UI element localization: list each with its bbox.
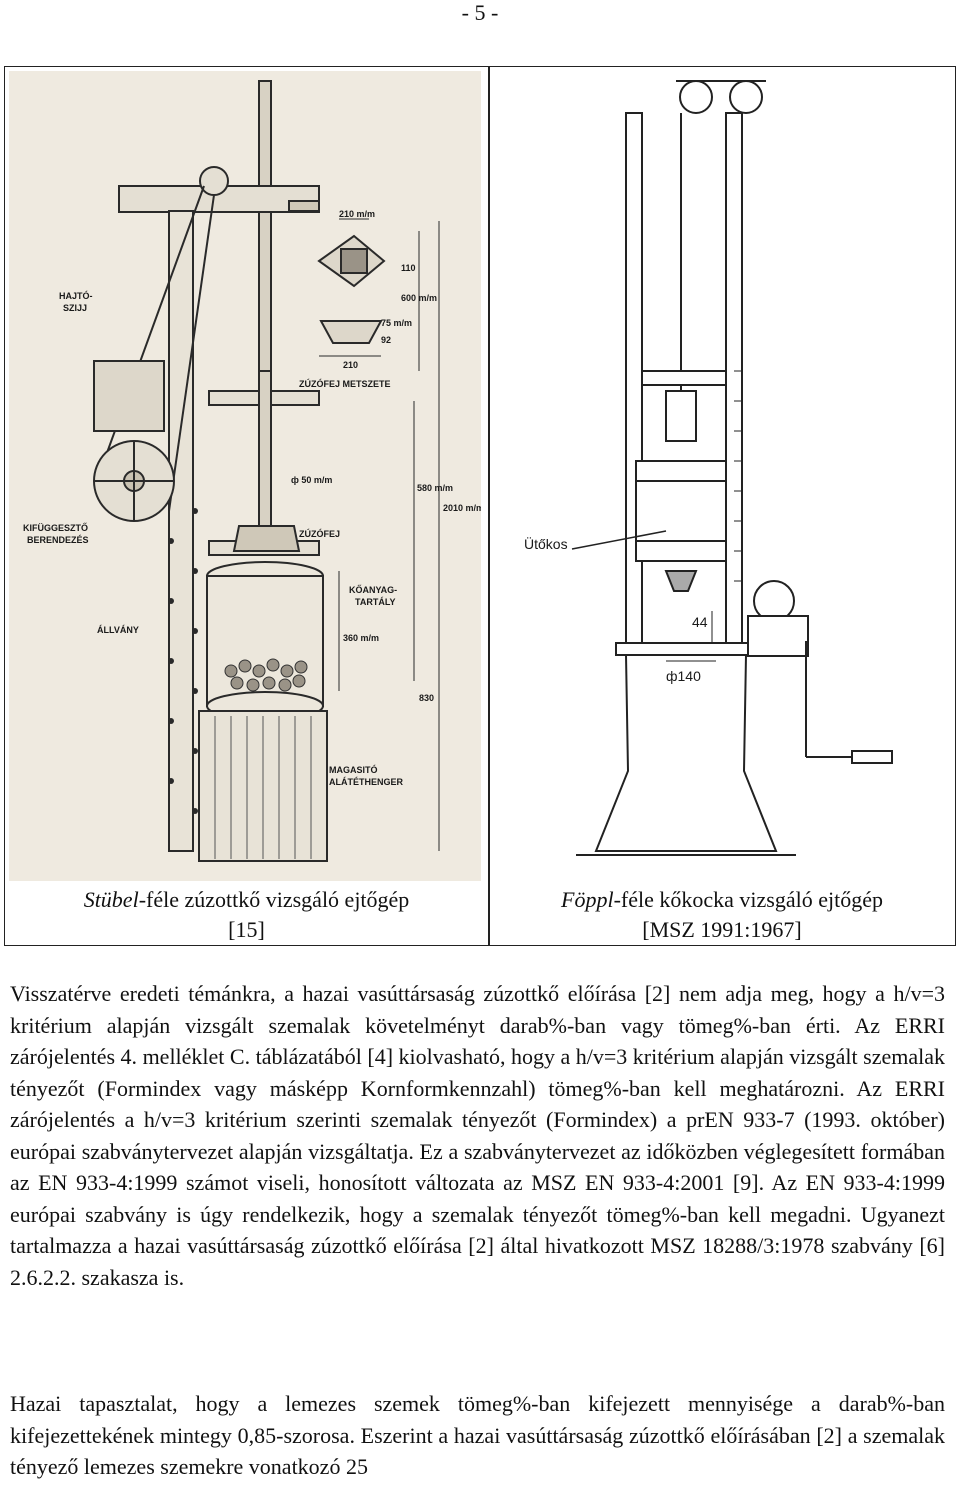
stubel-drawing-svg: HAJTÓ- SZIJJ KIFÜGGESZTŐ BERENDEZÉS ÁLLV…: [23, 80, 484, 862]
pedestal: [594, 654, 778, 852]
figure-foppl: Ütőkos 44 ф140 Föppl-féle kőkocka vizsgá…: [490, 67, 954, 945]
figure-divider: [488, 67, 490, 945]
label-utokos: Ütőkos: [524, 535, 568, 552]
figure-stubel: HAJTÓ- SZIJJ KIFÜGGESZTŐ BERENDEZÉS ÁLLV…: [5, 67, 488, 945]
caption-stubel-text: -féle zúzottkő vizsgáló ejtőgép: [138, 887, 410, 912]
anvil-plate: [615, 642, 757, 656]
foppl-drawing-svg: Ütőkos 44 ф140: [524, 80, 893, 856]
dim-210: 210: [343, 360, 358, 370]
label-kifuggeszto-2: BERENDEZÉS: [27, 535, 89, 545]
dim-92: 92: [381, 335, 391, 345]
label-magasito-2: ALÁTÉTHENGER: [329, 777, 404, 787]
label-zuzofej-metszete: ZÚZÓFEJ METSZETE: [299, 378, 391, 389]
caption-foppl-name: Föppl: [561, 887, 614, 912]
caption-foppl: Föppl-féle kőkocka vizsgáló ejtőgép [MSZ…: [490, 885, 954, 945]
label-zuzofej: ZÚZÓFEJ: [299, 528, 340, 539]
page-number: - 5 -: [461, 0, 499, 25]
crank-handle: [851, 750, 893, 764]
dim-75: 75 m/m: [381, 318, 412, 328]
left-guide-column: [625, 112, 643, 644]
crusher-head: [232, 525, 301, 552]
top-pulley-left: [679, 80, 713, 114]
dim-phi140: ф140: [666, 668, 701, 684]
dim-360: 360 m/m: [343, 633, 379, 643]
guide-rod: [258, 80, 272, 382]
dim-580: 580 m/m: [417, 483, 453, 493]
label-hajtoszij-2: SZIJJ: [63, 303, 87, 313]
caption-stubel-ref: [15]: [228, 917, 265, 942]
dim-210-top: 210 m/m: [339, 209, 375, 219]
top-pulley: [199, 166, 229, 196]
caption-foppl-text: -féle kőkocka vizsgáló ejtőgép: [613, 887, 883, 912]
dim-600: 600 m/m: [401, 293, 437, 303]
caption-stubel-name: Stübel: [83, 887, 139, 912]
label-hajtoszij-1: HAJTÓ-: [59, 290, 93, 301]
figure-table: HAJTÓ- SZIJJ KIFÜGGESZTŐ BERENDEZÉS ÁLLV…: [4, 66, 956, 946]
stubel-drop-tester-drawing: HAJTÓ- SZIJJ KIFÜGGESZTŐ BERENDEZÉS ÁLLV…: [9, 71, 484, 881]
foppl-drop-tester-drawing: Ütőkos 44 ф140: [516, 71, 930, 883]
caption-stubel: Stübel-féle zúzottkő vizsgáló ejtőgép [1…: [5, 885, 488, 945]
label-koanyagtartaly-1: KŐANYAG-: [349, 584, 397, 595]
top-pulley-right: [729, 80, 763, 114]
stand-column: [168, 210, 194, 852]
label-allvany: ÁLLVÁNY: [97, 625, 139, 635]
hammer-crossbar: [641, 370, 727, 386]
dim-110: 110: [401, 263, 416, 273]
motor-drum: [93, 360, 165, 432]
caption-foppl-ref: [MSZ 1991:1967]: [642, 917, 802, 942]
paragraph-2: Hazai tapasztalat, hogy a lemezes szemek…: [10, 1391, 945, 1479]
dim-2010: 2010 m/m: [443, 503, 481, 513]
label-koanyagtartaly-2: TARTÁLY: [355, 597, 396, 607]
dim-phi50: ф 50 m/m: [291, 475, 332, 485]
dim-44: 44: [692, 614, 708, 630]
paragraph-1: Visszatérve eredeti témánkra, a hazai va…: [10, 981, 945, 1290]
drop-hammer: [635, 460, 727, 562]
label-kifuggeszto-1: KIFÜGGESZTŐ: [23, 522, 88, 533]
dim-830: 830: [419, 693, 434, 703]
label-magasito-1: MAGASITÓ: [329, 764, 378, 775]
right-guide-column: [725, 112, 743, 644]
